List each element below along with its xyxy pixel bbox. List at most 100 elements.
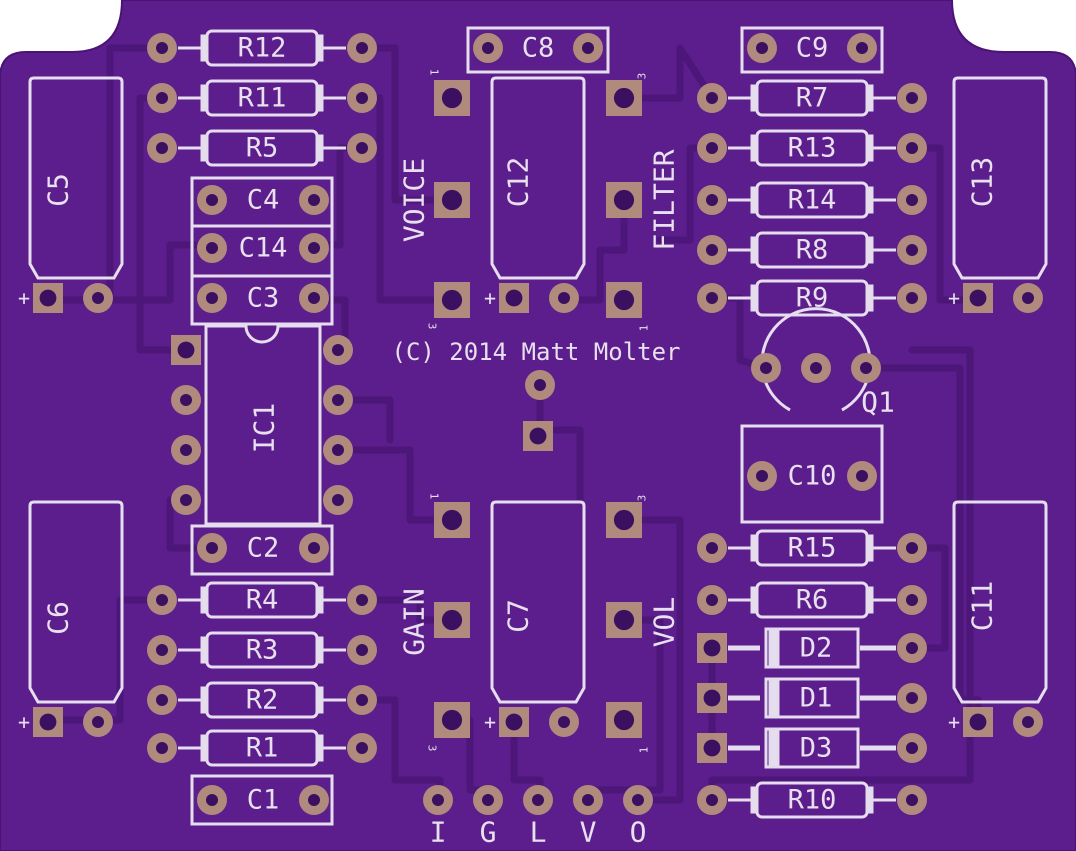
pad-r1-1-hole: [156, 742, 168, 754]
diode-band-d3: [768, 727, 780, 769]
resistor-cap-left: [200, 636, 209, 664]
pad-r7-1-hole: [706, 92, 718, 104]
pin1-mark-filter: 1: [638, 325, 651, 332]
pad-ic1-pin-1-hole: [177, 341, 195, 359]
resistor-cap-right: [315, 586, 324, 614]
resistor-cap-left: [750, 84, 759, 112]
pad-r11-2-hole: [356, 92, 368, 104]
pad-c4-2-hole: [308, 194, 320, 206]
pin1-mark-voice: 1: [428, 69, 441, 76]
polarity-mark-c5: +: [18, 286, 30, 310]
pad-header-v-hole: [582, 794, 594, 806]
pad-ic1-pin-3-hole: [180, 444, 192, 456]
resistor-cap-right: [315, 686, 324, 714]
polarity-mark-c12: +: [484, 286, 496, 310]
pad-r6-1-hole: [706, 594, 718, 606]
pad-r13-2-hole: [906, 142, 918, 154]
electrolytic-outline-c12: [490, 76, 586, 280]
electrolytic-outline-c11: [952, 500, 1048, 704]
pad-c6-minus-hole: [92, 716, 104, 728]
pad-ic1-pin-7-hole: [332, 394, 344, 406]
pad-c7-minus-hole: [558, 716, 570, 728]
resistor-cap-right: [865, 186, 874, 214]
label-c12: C12: [502, 157, 535, 208]
pad-r12-2-hole: [356, 42, 368, 54]
ic-outline: [204, 324, 322, 526]
pad-q1-1-hole: [760, 362, 772, 374]
header-label-v: V: [580, 816, 597, 849]
resistor-cap-right: [315, 636, 324, 664]
pad-c1-2-hole: [308, 794, 320, 806]
pad-r2-1-hole: [156, 694, 168, 706]
pin3-mark-gain: 3: [426, 745, 439, 752]
trace-26: [536, 381, 584, 504]
pad-test-round-hole: [534, 379, 546, 391]
pad-c11-minus-hole: [1022, 716, 1034, 728]
pad-r3-2-hole: [356, 644, 368, 656]
pad-r5-1-hole: [156, 142, 168, 154]
label-ic1: IC1: [248, 403, 281, 454]
pad-header-l-hole: [532, 794, 544, 806]
pin3-mark-voice: 3: [426, 323, 439, 330]
label-c7: C7: [502, 599, 535, 633]
trace-27: [620, 44, 716, 102]
electrolytic-outline-c5: [28, 76, 124, 280]
trace-15: [620, 516, 684, 804]
pad-header-g-hole: [482, 794, 494, 806]
label-c5: C5: [42, 173, 75, 207]
pad-voice-2-hole: [441, 189, 463, 211]
diode-band-d2: [768, 627, 780, 669]
pad-c12-plus-hole: [505, 289, 523, 307]
diode-body-d1: [764, 677, 860, 719]
pad-voice-3-hole: [441, 289, 463, 311]
resistor-cap-right: [865, 534, 874, 562]
pad-r6-2-hole: [906, 594, 918, 606]
label-r3: R3: [246, 635, 279, 666]
pad-r13-1-hole: [706, 142, 718, 154]
diode-body-d3: [764, 727, 860, 769]
resistor-cap-left: [750, 284, 759, 312]
label-r5: R5: [246, 133, 279, 164]
pad-ic1-pin-8-hole: [332, 344, 344, 356]
pad-r2-2-hole: [356, 694, 368, 706]
pad-ic1-pin-6-hole: [332, 444, 344, 456]
trace-1: [44, 44, 166, 304]
pad-filter-2-hole: [613, 189, 635, 211]
pin1-mark-vol: 1: [638, 747, 651, 754]
pin3-mark-vol: 3: [636, 495, 649, 502]
polarity-mark-c11: +: [948, 710, 960, 734]
resistor-cap-right: [315, 34, 324, 62]
pad-r10-1-hole: [706, 794, 718, 806]
pad-r14-1-hole: [706, 194, 718, 206]
resistor-cap-right: [315, 134, 324, 162]
label-c9: C9: [796, 33, 829, 64]
trace-25: [908, 544, 949, 652]
pad-c8-2-hole: [582, 42, 594, 54]
label-c3: C3: [247, 283, 280, 314]
pad-d3-k-hole: [703, 739, 721, 757]
resistor-cap-left: [750, 236, 759, 264]
resistor-cap-left: [200, 134, 209, 162]
label-c4: C4: [247, 185, 280, 216]
pad-r3-1-hole: [156, 644, 168, 656]
label-r1: R1: [246, 733, 279, 764]
pad-d2-k-hole: [703, 639, 721, 657]
pin1-mark-gain: 1: [428, 493, 441, 500]
pad-gain-2-hole: [441, 609, 463, 631]
pad-c11-plus-hole: [969, 713, 987, 731]
diode-band-d1: [768, 677, 780, 719]
resistor-cap-left: [200, 734, 209, 762]
pad-r15-2-hole: [906, 542, 918, 554]
pad-filter-3-hole: [613, 289, 635, 311]
pad-ic1-pin-4-hole: [180, 494, 192, 506]
pad-r1-2-hole: [356, 742, 368, 754]
pad-d1-k-hole: [703, 689, 721, 707]
resistor-cap-right: [865, 84, 874, 112]
capacitor-outline-c2: [190, 524, 334, 576]
pad-c3-2-hole: [308, 292, 320, 304]
resistor-cap-left: [200, 586, 209, 614]
pad-test-square-hole: [529, 427, 547, 445]
pad-c6-plus-hole: [39, 713, 57, 731]
pad-c8-1-hole: [482, 42, 494, 54]
electrolytic-outline-c6: [28, 500, 124, 704]
